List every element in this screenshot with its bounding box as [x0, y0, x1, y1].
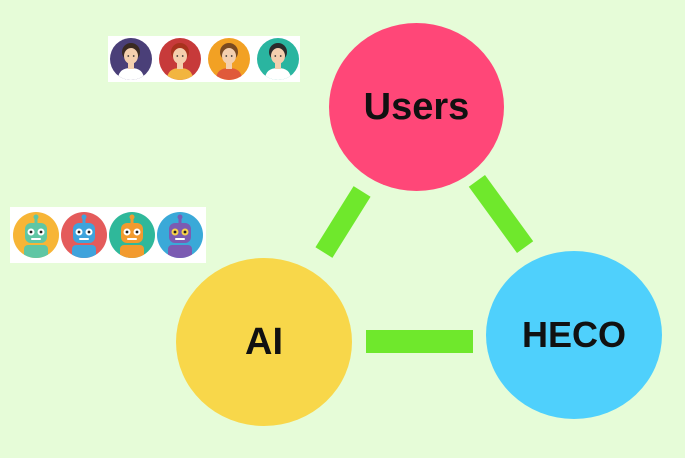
robot-avatars-strip	[10, 207, 206, 263]
heco-node-label: HECO	[521, 314, 626, 355]
blue-robot-icon	[61, 212, 107, 258]
orange-robot-icon	[109, 212, 155, 258]
ai-node: AI	[176, 258, 352, 426]
man-avatar-icon	[208, 38, 250, 80]
purple-robot-icon	[157, 212, 203, 258]
connector-users-heco	[468, 174, 534, 254]
users-node: Users	[329, 23, 504, 191]
green-robot-icon	[13, 212, 59, 258]
heco-node: HECO	[486, 251, 662, 419]
users-node-label: Users	[363, 85, 470, 128]
connector-ai-heco	[366, 330, 473, 353]
connector-users-ai	[315, 186, 371, 258]
man-teal-avatar-icon	[257, 38, 299, 80]
woman-red-hair-avatar-icon	[159, 38, 201, 80]
ai-node-label: AI	[245, 320, 283, 363]
woman-avatar-icon	[110, 38, 152, 80]
human-avatars-strip	[108, 36, 300, 82]
